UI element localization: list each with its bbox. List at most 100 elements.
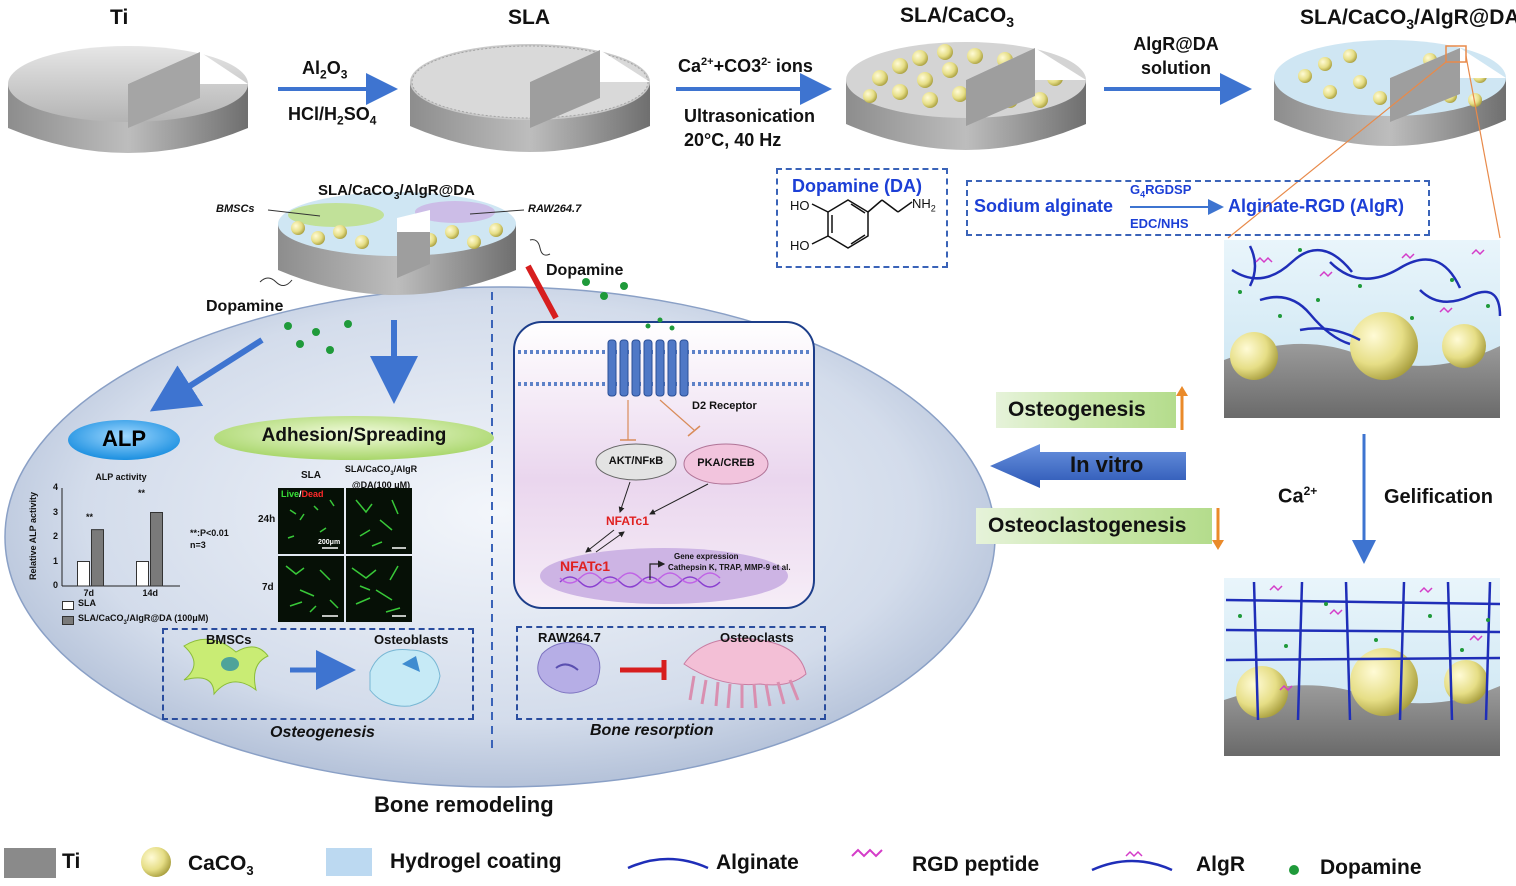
alp-legend-swatch-sla	[62, 601, 74, 610]
raw264-label: RAW264.7	[528, 203, 582, 215]
osteogenesis-caption: Osteogenesis	[270, 724, 375, 741]
osteoclasts-label: Osteoclasts	[720, 630, 794, 645]
step2-ultrasonication: Ultrasonication	[684, 106, 816, 126]
live-dead-scale: 200μm	[318, 539, 341, 546]
left-sample-disk	[259, 192, 628, 354]
g4rgdsp-label: G4RGDSP	[1130, 182, 1192, 200]
dopamine-label-right: Dopamine	[546, 262, 624, 279]
d2-receptor-label: D2 Receptor	[692, 400, 757, 412]
alp-chart-title: ALP activity	[95, 472, 147, 482]
pka-node	[683, 443, 769, 485]
hydrogel-panel-before	[1224, 240, 1502, 418]
adhesion-badge	[214, 416, 494, 460]
raw264-box-label: RAW264.7	[538, 630, 601, 645]
alp-chart-ylabel: Relative ALP activity	[28, 491, 38, 580]
sla-caco3-disk-illustration	[846, 42, 1086, 150]
alp-bar-7d-0	[77, 561, 90, 587]
alp-ytick-1: 1	[53, 555, 59, 566]
in-vitro-label: In vitro	[1070, 452, 1144, 477]
in-vitro-arrow	[990, 444, 1186, 488]
step3-label-line1: AlgR@DA	[1133, 34, 1219, 54]
live-dead-image-grid	[278, 488, 412, 622]
dopamine-label-left: Dopamine	[206, 298, 284, 315]
osteo-to-label: Osteoblasts	[374, 632, 449, 647]
alp-bar-14d-0	[136, 561, 149, 587]
sodium-alginate-label: Sodium alginate	[974, 196, 1114, 216]
alp-note-p: **:P<0.01	[190, 528, 229, 538]
alp-ytick-4: 4	[53, 482, 59, 492]
step2-conditions: 20°C, 40 Hz	[684, 130, 782, 150]
dopamine-ho-bottom: HO	[790, 238, 810, 253]
alp-chart-bars	[77, 512, 163, 587]
live-dead-row-7d: 7d	[262, 582, 274, 593]
gelification-label: Gelification	[1384, 486, 1493, 508]
osteogenesis-up-box: Osteogenesis	[996, 392, 1176, 428]
alp-bar-7d-1	[91, 529, 104, 587]
legend-rgd: RGD peptide	[912, 853, 1040, 876]
alp-ytick-2: 2	[53, 531, 59, 541]
dopamine-nh2: NH2	[912, 196, 936, 214]
bone-resorption-box	[516, 626, 826, 720]
alp-xtick-7d: 7d	[83, 588, 95, 598]
legend-ti: Ti	[62, 850, 81, 873]
akt-label: AKT/NFκB	[608, 455, 664, 467]
sla-disk-illustration	[410, 44, 650, 152]
akt-node	[595, 443, 677, 481]
legend-hydrogel: Hydrogel coating	[390, 850, 562, 873]
bmscs-label: BMSCs	[216, 203, 255, 215]
d2-receptor-helices	[607, 339, 689, 397]
dopamine-box-title: Dopamine (DA)	[792, 176, 922, 196]
alp-bar-14d-1	[150, 512, 163, 587]
legend-dopamine: Dopamine	[1320, 856, 1422, 879]
live-dead-row-24h: 24h	[258, 514, 276, 525]
bmsc-cell-illustration	[183, 638, 269, 696]
dopamine-ho-top: HO	[790, 198, 810, 213]
adhesion-label: Adhesion/Spreading	[261, 425, 447, 446]
osteogenesis-box	[162, 628, 474, 720]
alp-label: ALP	[102, 426, 146, 451]
gene-targets-label: Cathepsin K, TRAP, MMP-9 et al.	[668, 563, 791, 572]
inhibition-bar-dopamine	[525, 264, 559, 320]
legend-alginate: Alginate	[716, 851, 799, 874]
stage-title-ti: Ti	[110, 6, 129, 29]
step1-top-label: Al2O3	[302, 58, 348, 82]
osteoclastogenesis-down-box: Osteoclastogenesis	[976, 508, 1212, 544]
dopamine-box	[776, 168, 948, 268]
live-dead-legend: Live/Dead	[281, 489, 324, 499]
inhibition-raw-to-osteoclast	[620, 660, 667, 680]
pka-label: PKA/CREB	[697, 457, 755, 469]
hydrogel-panel-after	[1224, 578, 1501, 756]
stage-title-final: SLA/CaCO3/AlgR@DA	[1300, 6, 1516, 33]
alp-sig-7d: **	[86, 512, 94, 522]
alginate-reaction-box	[966, 180, 1430, 236]
osteo-from-label: BMSCs	[206, 632, 252, 647]
sample-label: SLA/CaCO3/AlgR@DA	[318, 182, 475, 202]
step1-bottom-label: HCl/H2SO4	[288, 104, 377, 128]
live-dead-col2: SLA/CaCO3/AlgR@DA(100 μM)	[344, 464, 418, 490]
alp-ytick-3: 3	[53, 506, 59, 517]
nucleus	[540, 548, 788, 604]
step3-label-line2: solution	[1141, 58, 1211, 78]
stage-title-sla-caco3: SLA/CaCO3	[900, 4, 1014, 31]
osteoblast-cell-illustration	[369, 648, 441, 707]
dopamine-structure	[811, 199, 913, 249]
bone-resorption-caption: Bone resorption	[590, 722, 714, 739]
legend-algr: AlgR	[1196, 853, 1245, 876]
nfatc1-label-nucleus: NFATc1	[560, 558, 611, 574]
algr-label: Alginate-RGD (AlgR)	[1228, 196, 1404, 216]
alp-ytick-0: 0	[53, 580, 59, 590]
alp-legend-sla: SLA	[78, 598, 96, 608]
gene-expression-label: Gene expression	[674, 552, 739, 561]
alp-legend-treated: SLA/CaCO3/AlgR@DA (100μM)	[78, 613, 209, 626]
live-dead-col1: SLA	[301, 470, 321, 481]
alp-badge	[68, 420, 180, 460]
alp-note-n: n=3	[190, 540, 206, 550]
raw264-cell-illustration	[537, 641, 601, 694]
final-disk-illustration	[1227, 40, 1506, 239]
nfatc1-label-cytoplasm: NFATc1	[606, 514, 649, 528]
osteoclast-cell-illustration	[683, 637, 807, 709]
arrow-to-alp	[149, 337, 264, 412]
step2-ions-label: Ca2++CO32- ions	[678, 56, 813, 76]
alp-sig-14d: **	[138, 488, 146, 498]
